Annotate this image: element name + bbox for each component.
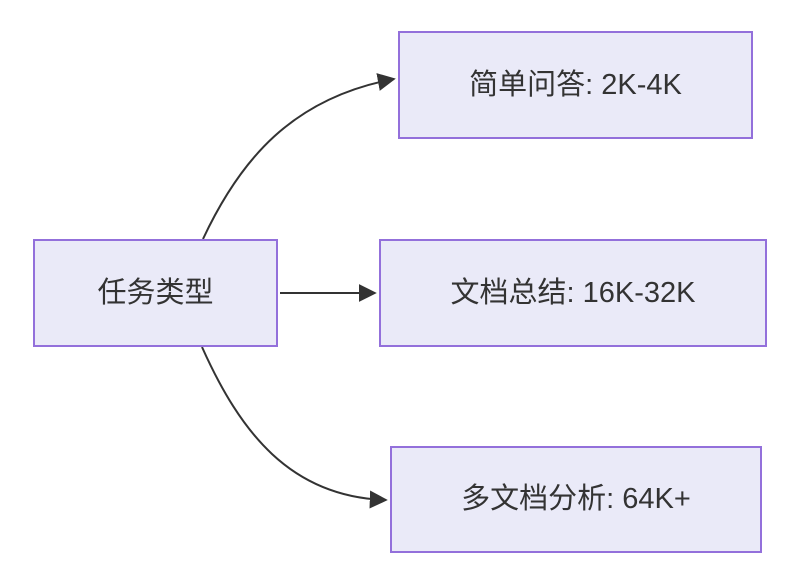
node-multi-doc: 多文档分析: 64K+ — [390, 446, 762, 553]
edge-root-to-multi-doc — [201, 346, 388, 509]
node-task-type: 任务类型 — [33, 239, 278, 347]
node-simple-qa-label: 简单问答: 2K-4K — [469, 68, 682, 101]
node-multi-doc-label: 多文档分析: 64K+ — [461, 483, 691, 515]
node-simple-qa: 简单问答: 2K-4K — [398, 31, 753, 139]
node-doc-summary: 文档总结: 16K-32K — [379, 239, 767, 347]
node-task-type-label: 任务类型 — [97, 276, 214, 309]
node-doc-summary-label: 文档总结: 16K-32K — [450, 276, 696, 309]
edge-root-to-simple-qa — [202, 73, 396, 240]
